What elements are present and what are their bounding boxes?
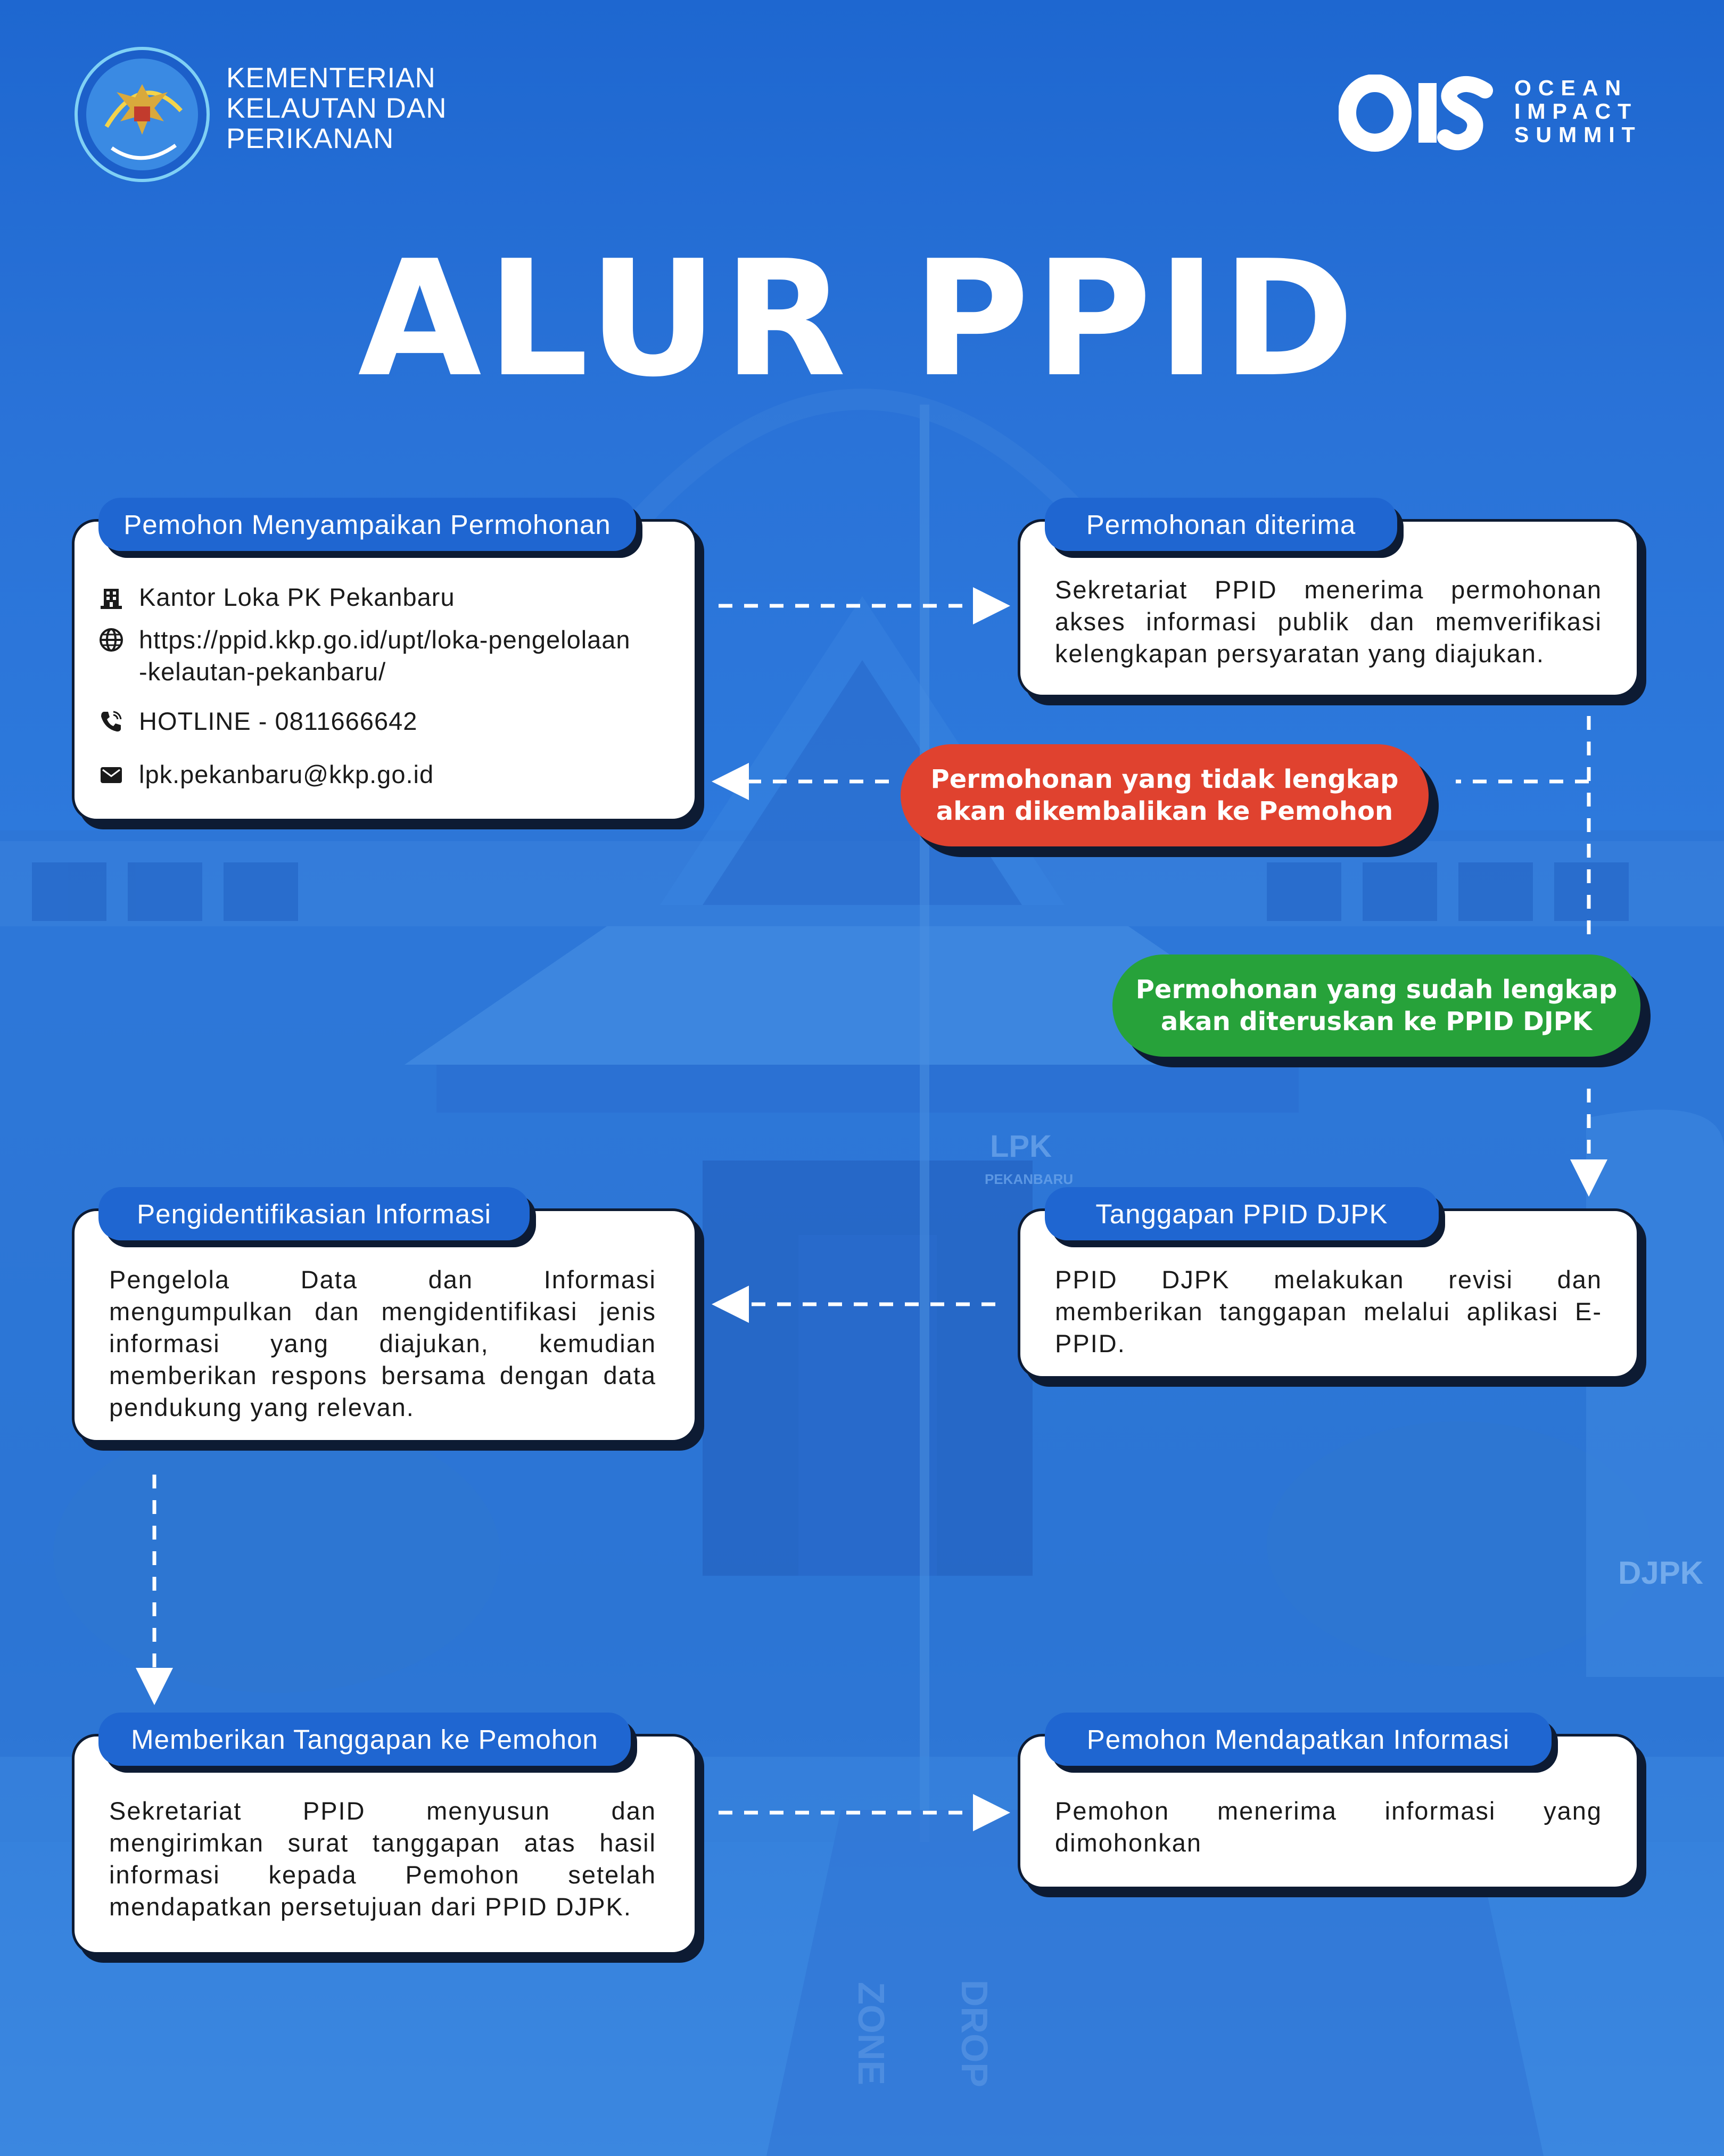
contact-website-line-1[interactable]: https://ppid.kkp.go.id/upt/loka-pengelol… [139, 626, 631, 654]
background-sign-djpk: DJPK [1618, 1555, 1704, 1591]
contact-office: Kantor Loka PK Pekanbaru [98, 581, 455, 613]
contact-website-line-2[interactable]: -kelautan-pekanbaru/ [139, 657, 386, 686]
page-title: ALUR PPID [358, 226, 1360, 412]
office-building-icon [101, 589, 122, 609]
globe-icon [100, 628, 123, 652]
card-submit-request [72, 519, 697, 821]
pill-incomplete-returned: Permohonan yang tidak lengkap akan dikem… [901, 744, 1429, 846]
background-sign-pekanbaru: PEKANBARU [985, 1171, 1074, 1187]
ministry-name-line-2: KELAUTAN DAN [226, 93, 447, 124]
background-sign-lpk: LPK [990, 1129, 1052, 1164]
tag-reply-to-applicant: Memberikan Tanggapan ke Pemohon [98, 1713, 631, 1766]
ministry-name-line-1: KEMENTERIAN [226, 62, 436, 94]
pill-incomplete-line-1: Permohonan yang tidak lengkap [930, 764, 1399, 794]
text-applicant-obtains-information: Pemohon menerima informasi yang dimohonk… [1055, 1797, 1602, 1857]
ois-word-2: IMPACT [1514, 99, 1638, 124]
text-identify-information: Pengelola Data dan Informasi mengumpulka… [109, 1265, 656, 1421]
kkp-garuda-logo [75, 47, 210, 182]
card-identify-information [72, 1208, 697, 1443]
pill-complete-line-2: akan diteruskan ke PPID DJPK [1160, 1007, 1593, 1036]
contact-website-link[interactable]: https://ppid.kkp.go.id/upt/loka-pengelol… [139, 624, 631, 688]
contact-office-text: Kantor Loka PK Pekanbaru [139, 583, 455, 611]
ois-word-3: SUMMIT [1514, 122, 1642, 147]
text-reply-to-applicant: Sekretariat PPID menyusun dan mengirimka… [109, 1797, 656, 1921]
tag-request-received: Permohonan diterima [1045, 498, 1397, 551]
ministry-name-line-3: PERIKANAN [226, 123, 394, 154]
contact-email-text[interactable]: lpk.pekanbaru@kkp.go.id [139, 760, 434, 788]
contact-hotline-text[interactable]: HOTLINE - 0811666642 [139, 707, 418, 735]
tag-response-djpk: Tanggapan PPID DJPK [1045, 1187, 1439, 1240]
ois-logo-words: OCEAN IMPACT SUMMIT [1514, 76, 1653, 146]
text-request-received: Sekretariat PPID menerima permohonan aks… [1055, 575, 1602, 668]
tag-identify-information: Pengidentifikasian Informasi [98, 1187, 530, 1240]
text-response-djpk: PPID DJPK melakukan revisi dan memberika… [1055, 1265, 1602, 1357]
tag-submit-request: Pemohon Menyampaikan Permohonan [98, 498, 636, 551]
pill-complete-forwarded: Permohonan yang sudah lengkap akan diter… [1112, 954, 1640, 1057]
ois-word-1: OCEAN [1514, 76, 1628, 100]
pill-incomplete-line-2: akan dikembalikan ke Pemohon [936, 796, 1393, 826]
ois-logo-mark [1339, 75, 1493, 152]
ministry-name: KEMENTERIAN KELAUTAN DAN PERIKANAN [226, 63, 503, 154]
mail-icon [101, 767, 122, 783]
pill-complete-line-1: Permohonan yang sudah lengkap [1135, 975, 1618, 1005]
contact-website[interactable]: https://ppid.kkp.go.id/upt/loka-pengelol… [98, 624, 631, 688]
contact-email[interactable]: lpk.pekanbaru@kkp.go.id [98, 759, 434, 791]
phone-icon [101, 711, 122, 732]
tag-applicant-obtains-information: Pemohon Mendapatkan Informasi [1045, 1713, 1552, 1766]
contact-hotline[interactable]: HOTLINE - 0811666642 [98, 705, 417, 737]
